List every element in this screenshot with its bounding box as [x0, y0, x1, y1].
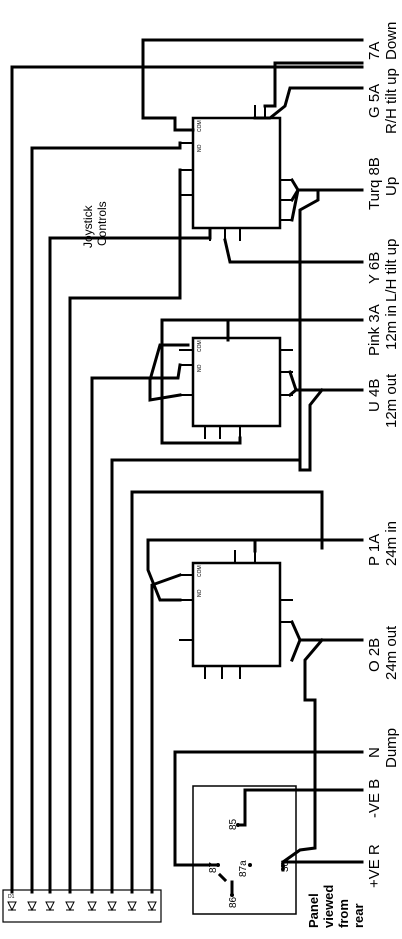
- relay-box: [192, 785, 297, 915]
- wire-7a-loop: [141, 38, 364, 132]
- wire-pos: [281, 860, 364, 872]
- wire-7: [130, 490, 324, 894]
- wire-p-1a: [146, 538, 364, 602]
- terminal-code-neg: -VE B: [366, 779, 383, 818]
- diode-row: D1: [7, 894, 157, 912]
- terminal-desc-down: Down: [383, 22, 400, 60]
- terminal-code-y6b: Y 6B: [366, 252, 383, 284]
- relay-pin-87a: 87a: [238, 860, 249, 877]
- wire-3: [48, 228, 212, 894]
- terminal-code-pos: +VE R: [366, 844, 383, 888]
- panel-note-line-2: viewed: [321, 885, 336, 928]
- terminal-desc-dump: Dump: [383, 728, 400, 768]
- wire-2: [30, 141, 182, 894]
- wire-turq-8b: [289, 188, 364, 203]
- terminal-desc-up: Up: [383, 177, 400, 196]
- wire-g5a: [263, 61, 364, 108]
- terminal-desc-24m-out: 24m out: [383, 625, 400, 680]
- panel-note-line-4: rear: [351, 903, 366, 928]
- wire-6: [110, 458, 302, 894]
- relay-pin-85: 85: [228, 818, 239, 830]
- terminal-code-u4b: U 4B: [366, 379, 383, 412]
- panel-note-line-3: from: [336, 899, 351, 928]
- terminal-code-g5a: G 5A: [366, 84, 383, 118]
- relay-pin-87: 87: [208, 861, 219, 873]
- note-line-2: Controls: [95, 201, 109, 246]
- terminal-code-turq: Turq 8B: [366, 157, 383, 210]
- pin-label: COM: [197, 340, 203, 352]
- wire-dump: [173, 750, 364, 867]
- wire-neg: [236, 788, 364, 827]
- pin-label: COM: [197, 120, 203, 132]
- pin-label: NO: [197, 144, 203, 152]
- wire-5: [90, 363, 182, 894]
- relay-pin-86: 86: [228, 896, 239, 908]
- panel-note-line-1: Panel: [306, 893, 321, 928]
- terminal-code-o2b: O 2B: [366, 638, 383, 672]
- relay-pin-30: 30: [280, 860, 291, 872]
- svg-text:D1: D1: [8, 894, 15, 900]
- note-line-1: Joystick: [81, 204, 95, 248]
- terminal-code-7a: 7A: [366, 42, 383, 60]
- wire-down-7a: [10, 65, 364, 894]
- terminal-desc-12m-out: 12m out: [383, 373, 400, 428]
- terminal-desc-12m-in: 12m in: [383, 305, 400, 350]
- terminal-desc-lh-tilt: L/H tilt up: [383, 239, 400, 302]
- pin-label: NO: [197, 364, 203, 372]
- wire-4: [68, 168, 182, 894]
- terminal-desc-24m-in: 24m in: [383, 521, 400, 566]
- wire-8: [150, 573, 182, 894]
- terminal-code-pink: Pink 3A: [366, 304, 383, 356]
- switch-block-1: [191, 116, 282, 230]
- wire-o-2b: [290, 620, 364, 642]
- wire-y-6b: [223, 238, 364, 264]
- terminal-desc-rh-tilt: R/H tilt up: [383, 68, 400, 134]
- terminal-code-p1a: P 1A: [366, 534, 383, 566]
- switch-block-3: [191, 561, 282, 668]
- diode-strip: [2, 889, 162, 923]
- terminal-code-n: N: [366, 747, 383, 758]
- pin-label: COM: [197, 565, 203, 577]
- switch-block-2: [191, 336, 282, 428]
- pin-label: NO: [197, 589, 203, 597]
